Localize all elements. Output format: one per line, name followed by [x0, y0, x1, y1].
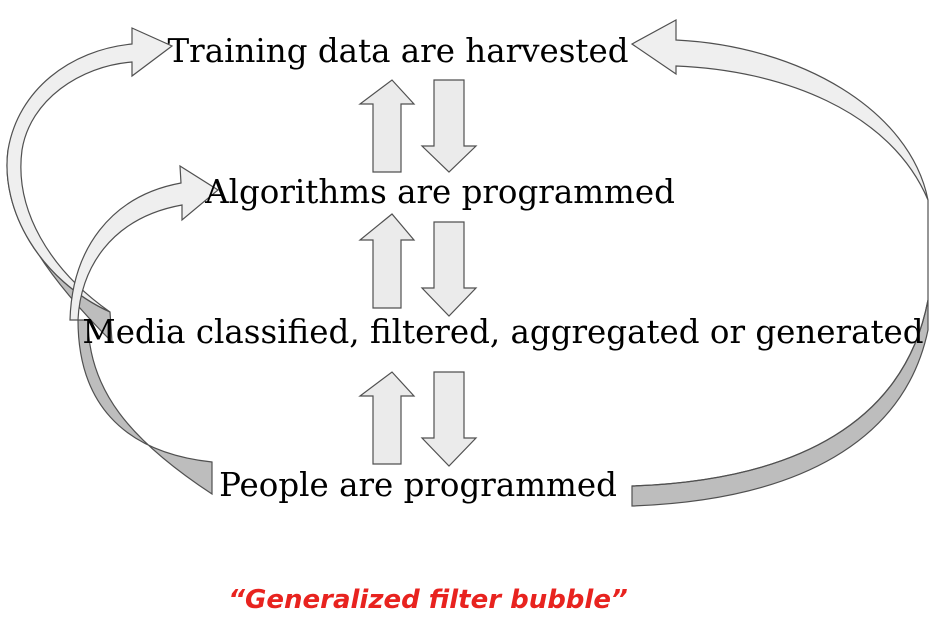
loop-arrow-people-to-training [630, 18, 929, 507]
arrow-up-algorithms-to-training [358, 79, 416, 173]
node-training-data: Training data are harvested [167, 32, 628, 70]
node-algorithms: Algorithms are programmed [204, 173, 675, 211]
loop-arrow-people-to-training-body [630, 18, 929, 487]
arrow-up-algorithms-to-training-shape [358, 79, 416, 173]
arrow-down-media-to-people-shape [420, 371, 478, 467]
node-media: Media classified, filtered, aggregated o… [82, 313, 923, 351]
loop-arrow-media-to-training-body [6, 27, 174, 313]
arrow-up-people-to-media [358, 371, 416, 465]
arrow-down-training-to-algorithms-shape [420, 79, 478, 173]
arrow-down-algorithms-to-media-shape [420, 221, 478, 317]
arrow-down-training-to-algorithms [420, 79, 478, 173]
caption-filter-bubble: “Generalized filter bubble” [228, 585, 627, 615]
arrow-up-people-to-media-shape [358, 371, 416, 465]
arrow-up-media-to-algorithms-shape [358, 213, 416, 309]
node-people: People are programmed [219, 466, 617, 504]
arrow-down-media-to-people [420, 371, 478, 467]
arrow-down-algorithms-to-media [420, 221, 478, 317]
loop-arrow-media-to-training [6, 27, 174, 344]
loop-arrow-people-to-algorithms-underside [77, 319, 213, 496]
loop-arrow-people-to-algorithms-body [69, 164, 220, 321]
loop-arrow-people-to-algorithms [69, 164, 220, 496]
arrow-up-media-to-algorithms [358, 213, 416, 309]
